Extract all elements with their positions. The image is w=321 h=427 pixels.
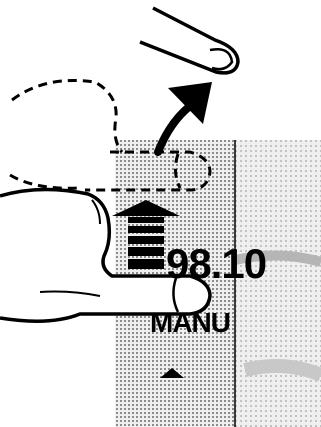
frequency-readout: 98.10 xyxy=(166,238,316,290)
mode-label: MANU xyxy=(150,305,230,341)
finger-icon xyxy=(140,8,238,73)
